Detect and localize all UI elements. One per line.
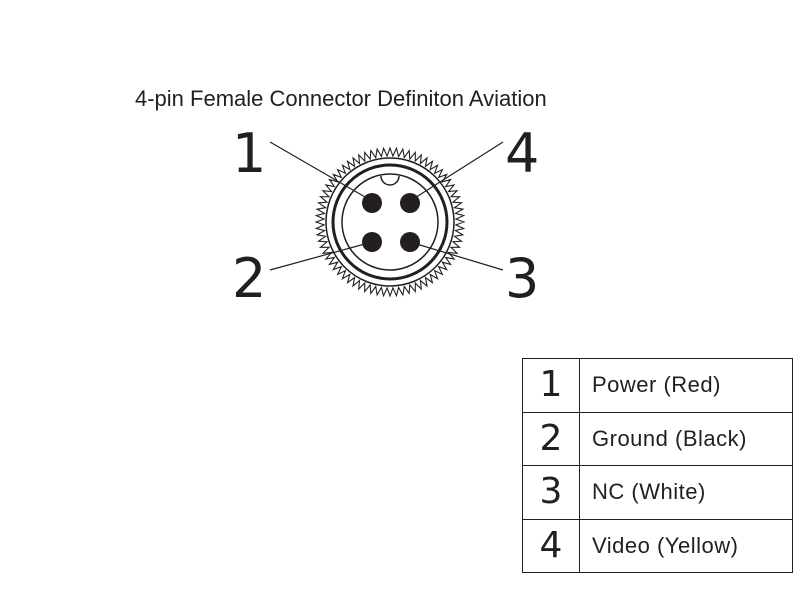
connector-shell <box>331 163 449 281</box>
pin-description-cell: Ground (Black) <box>579 411 793 466</box>
pin-number-cell: 3 <box>522 465 580 520</box>
pin-description-cell: Power (Red) <box>579 358 793 413</box>
pin-number-cell: 1 <box>522 358 580 413</box>
pin-label-2: 2 <box>232 247 266 310</box>
pin-label-1: 1 <box>232 122 266 185</box>
pin-3-contact <box>400 232 420 252</box>
leader-line-pin-1 <box>269 141 373 202</box>
pin-definition-table: 1 Power (Red) 2 Ground (Black) 3 NC (Whi… <box>522 358 793 573</box>
pin-label-4: 4 <box>505 122 539 185</box>
key-notch <box>380 175 400 186</box>
table-row: 1 Power (Red) <box>522 358 793 413</box>
pin-1-contact <box>362 193 382 213</box>
leader-line-pin-3 <box>409 241 504 271</box>
table-row: 2 Ground (Black) <box>522 411 793 466</box>
outer-ring-inner-edge <box>325 157 455 287</box>
leader-line-pin-2 <box>269 241 373 271</box>
pin-description-cell: Video (Yellow) <box>579 518 793 573</box>
pin-2-contact <box>362 232 382 252</box>
leader-line-pin-4 <box>409 141 504 202</box>
pin-label-3: 3 <box>505 247 539 310</box>
pin-4-contact <box>400 193 420 213</box>
diagram-title: 4-pin Female Connector Definiton Aviatio… <box>135 86 547 111</box>
table-row: 4 Video (Yellow) <box>522 518 793 573</box>
knurled-ring <box>314 146 466 298</box>
pin-number-cell: 4 <box>522 518 580 573</box>
connector-insert <box>341 173 439 271</box>
pin-description-cell: NC (White) <box>579 465 793 520</box>
pin-number-cell: 2 <box>522 411 580 466</box>
table-row: 3 NC (White) <box>522 465 793 520</box>
